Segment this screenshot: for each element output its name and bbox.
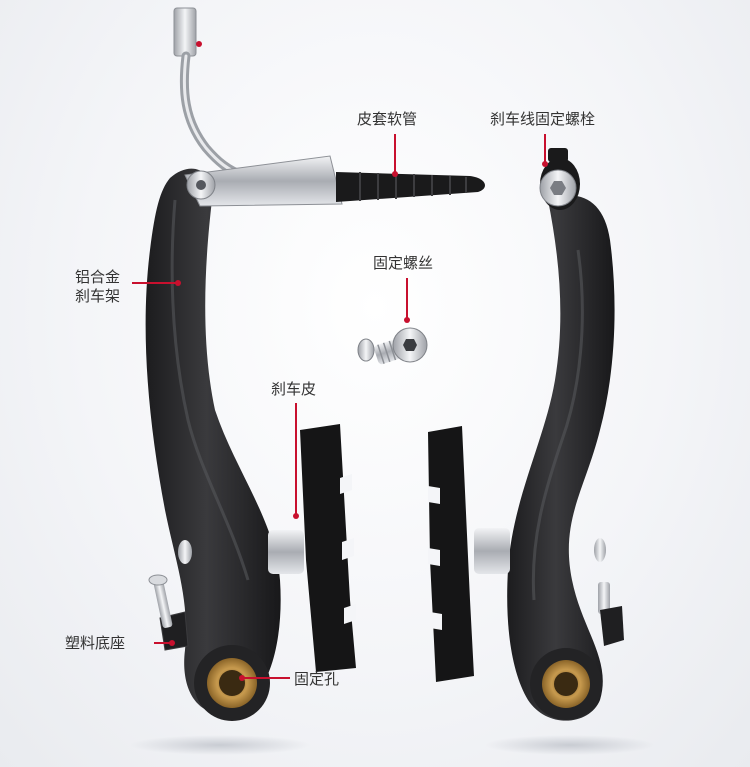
callout-dot-bolt: [542, 161, 548, 167]
cable-noodle: [173, 7, 249, 181]
callout-dot-base: [169, 640, 175, 646]
label-fixing-screw: 固定螺丝: [373, 254, 434, 272]
label-frame-line2: 刹车架: [75, 287, 121, 305]
rubber-boot: [336, 172, 485, 202]
label-frame-line1: 铝合金: [75, 268, 121, 286]
label-aluminum-frame: 铝合金 刹车架: [75, 268, 120, 306]
left-brake-pad: [300, 424, 356, 672]
callout-dot-pad: [293, 513, 299, 519]
callouts: [132, 41, 548, 681]
callout-dot-noodle: [196, 41, 202, 47]
callout-dot-hole: [239, 675, 245, 681]
right-brake-pad: [428, 426, 474, 682]
right-shadow: [485, 735, 655, 755]
label-cable-bolt: 刹车线固定螺栓: [490, 110, 596, 128]
callout-dot-hose: [392, 171, 398, 177]
cable-carrier: [184, 155, 343, 207]
label-hose: 皮套软管: [357, 110, 418, 128]
left-shadow: [130, 735, 310, 755]
label-brake-pad: 刹车皮: [271, 380, 317, 398]
label-fixing-hole: 固定孔: [294, 670, 340, 688]
right-brake-arm: [474, 148, 624, 721]
callout-dot-frame: [175, 280, 181, 286]
label-plastic-base: 塑料底座: [65, 634, 126, 652]
callout-dot-screw: [404, 317, 410, 323]
fixing-screw: [357, 327, 428, 365]
left-brake-arm: [145, 168, 304, 721]
